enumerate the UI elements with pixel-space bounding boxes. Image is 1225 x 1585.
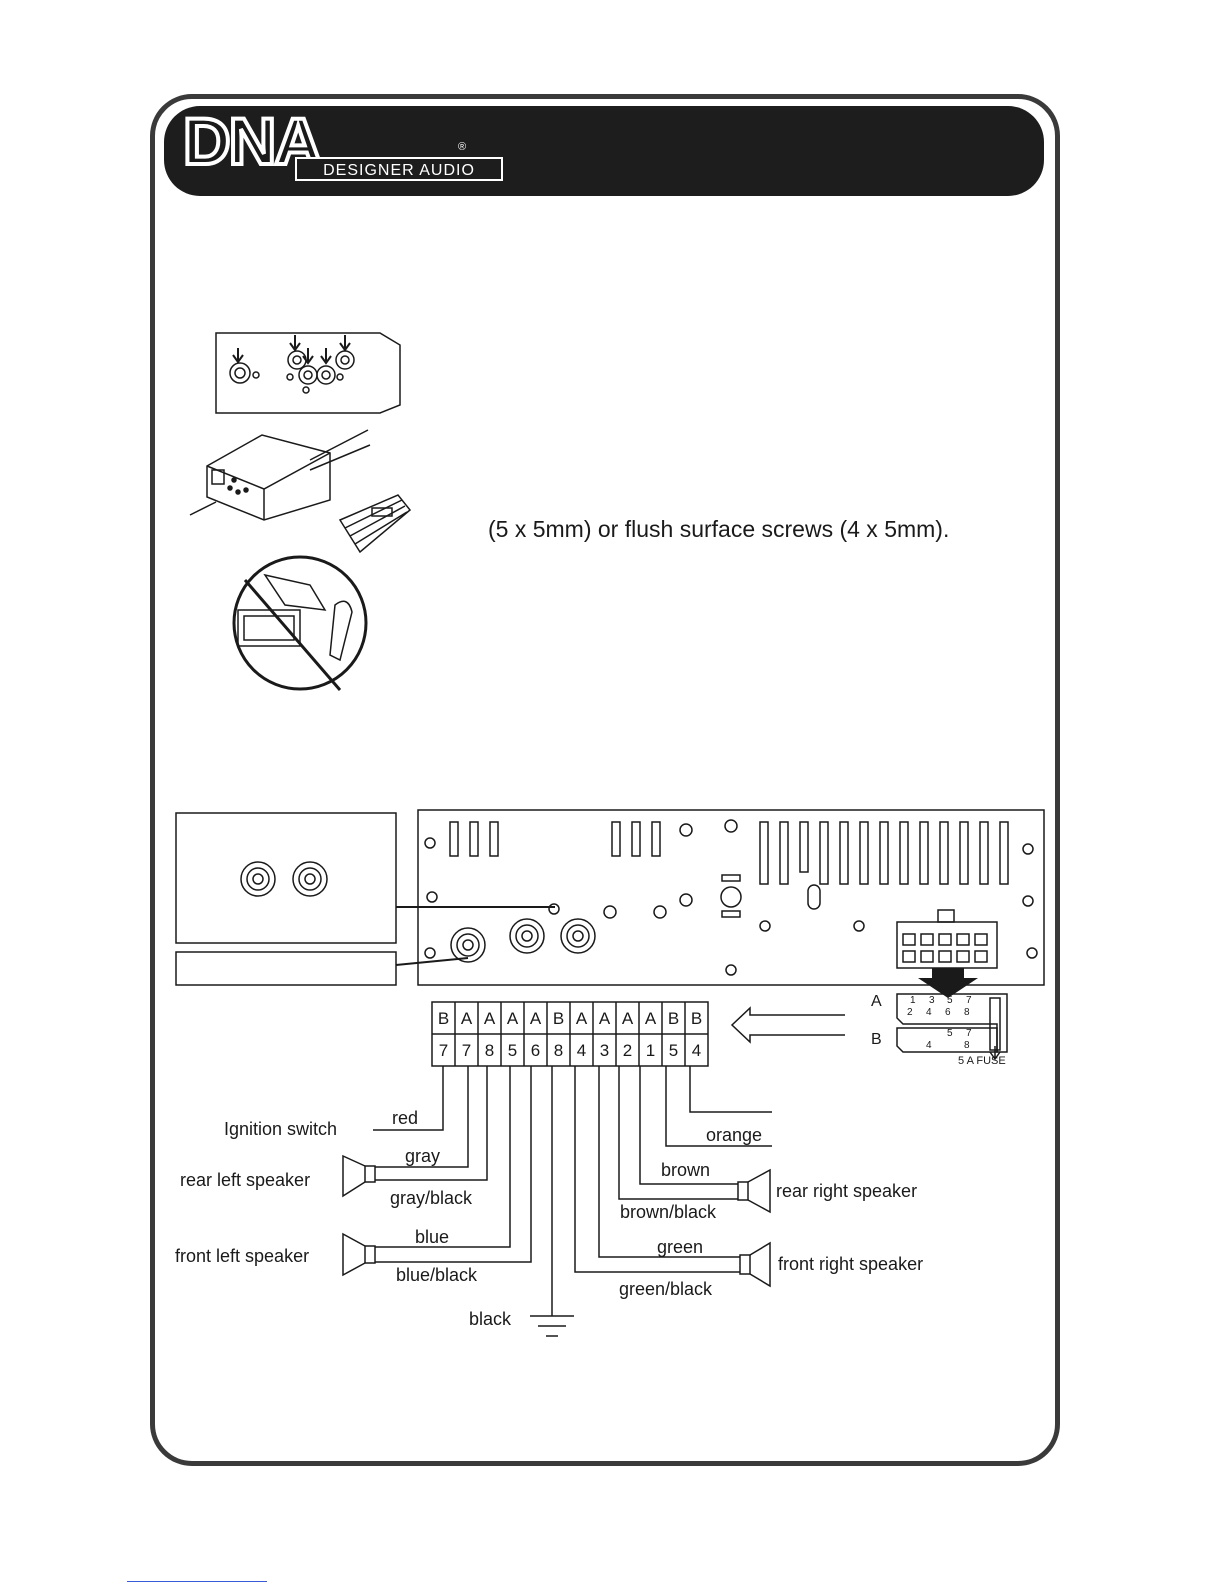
iso-b-pin: 4 xyxy=(926,1040,932,1051)
iso-a-pin: 1 xyxy=(910,995,916,1006)
page-frame xyxy=(150,94,1060,1466)
dna-logo: DNA ® DESIGNER AUDIO xyxy=(181,102,503,181)
iso-a-label: A xyxy=(871,993,882,1010)
label-front-right-speaker: front right speaker xyxy=(778,1254,923,1274)
iso-b-label: B xyxy=(871,1031,882,1048)
iso-a-pin: 8 xyxy=(964,1007,970,1018)
label-rear-right-speaker: rear right speaker xyxy=(776,1181,917,1201)
iso-a-pin: 4 xyxy=(926,1007,932,1018)
pin-table-pin-number: 7 xyxy=(462,1041,471,1060)
pin-table-pin-number: 6 xyxy=(531,1041,540,1060)
wire-label-black: black xyxy=(469,1309,512,1329)
pin-table-pin-number: 2 xyxy=(623,1041,632,1060)
wire-label-gray-black: gray/black xyxy=(390,1188,473,1208)
pin-table-pin-number: 3 xyxy=(600,1041,609,1060)
iso-a-pin: 3 xyxy=(929,995,935,1006)
pin-table-connector-letter: B xyxy=(553,1009,564,1028)
wire-label-red: red xyxy=(392,1108,418,1128)
wire-label-blue-black: blue/black xyxy=(396,1265,478,1285)
head-unit-sleeve-illustration xyxy=(189,429,412,554)
fuse-label: 5 A FUSE xyxy=(958,1055,1006,1067)
pin-table-pin-number: 5 xyxy=(669,1041,678,1060)
wire-label-orange: orange xyxy=(706,1125,762,1145)
iso-a-pin: 6 xyxy=(945,1007,951,1018)
iso-b-pins: 5 7 4 8 xyxy=(926,1028,972,1051)
wiring-lines xyxy=(373,1066,772,1337)
label-front-left-speaker: front left speaker xyxy=(175,1246,309,1266)
pin-table-pin-number: 8 xyxy=(554,1041,563,1060)
logo-registered: ® xyxy=(458,141,466,153)
wire-label-gray: gray xyxy=(405,1146,440,1166)
pin-table-pin-number: 7 xyxy=(439,1041,448,1060)
wire-label-green: green xyxy=(657,1237,703,1257)
pin-table-connector-letter: A xyxy=(530,1009,542,1028)
speaker-rear-right-icon xyxy=(737,1168,771,1214)
speaker-rear-left-icon xyxy=(342,1154,376,1198)
pin-table-connector-letter: B xyxy=(691,1009,702,1028)
pin-table-pin-number: 4 xyxy=(577,1041,586,1060)
iso-a-pin: 5 xyxy=(947,995,953,1006)
label-ignition-switch: Ignition switch xyxy=(224,1119,337,1139)
wire-labels: red gray gray/black blue blue/black blac… xyxy=(390,1108,762,1329)
wire-label-green-black: green/black xyxy=(619,1279,713,1299)
speaker-front-left-icon xyxy=(342,1232,376,1277)
device-labels: Ignition switch rear left speaker front … xyxy=(175,1119,923,1274)
unit-rear-panel xyxy=(395,809,1045,986)
pin-table-connector-letter: B xyxy=(438,1009,449,1028)
iso-a-pin: 7 xyxy=(966,995,972,1006)
page-link-underline xyxy=(127,1581,267,1582)
iso-b-pin: 7 xyxy=(966,1028,972,1039)
pin-table-connector-letter: A xyxy=(645,1009,657,1028)
iso-a-pins: 1 3 5 7 2 4 6 8 xyxy=(907,995,972,1018)
iso-b-pin: 5 xyxy=(947,1028,953,1039)
pin-table-pin-number: 4 xyxy=(692,1041,701,1060)
logo-subtitle: DESIGNER AUDIO xyxy=(323,162,475,179)
pin-table-connector-letter: A xyxy=(599,1009,611,1028)
rca-output-box xyxy=(175,812,397,944)
wire-label-brown-black: brown/black xyxy=(620,1202,717,1222)
wire-label-blue: blue xyxy=(415,1227,449,1247)
pin-table-pin-number: 8 xyxy=(485,1041,494,1060)
connector-down-arrow-icon xyxy=(918,968,978,998)
pin-table-pin-number: 1 xyxy=(646,1041,655,1060)
rca-panel-illustration xyxy=(215,332,401,414)
speaker-front-right-icon xyxy=(739,1241,771,1288)
pin-table-connector-letter: A xyxy=(576,1009,588,1028)
pin-table-connector-letter: A xyxy=(484,1009,496,1028)
wrong-mounting-illustration xyxy=(232,555,368,691)
iso-connector xyxy=(896,993,1008,1061)
pin-table-pin-number: 5 xyxy=(508,1041,517,1060)
pin-table-connector-letter: A xyxy=(507,1009,519,1028)
pin-table-connector-letter: A xyxy=(461,1009,473,1028)
pin-table-connector-letter: B xyxy=(668,1009,679,1028)
wire-label-brown: brown xyxy=(661,1160,710,1180)
label-rear-left-speaker: rear left speaker xyxy=(180,1170,310,1190)
antenna-label-box xyxy=(175,951,397,986)
iso-a-pin: 2 xyxy=(907,1007,913,1018)
connector-left-arrow-icon xyxy=(730,1006,845,1044)
logo-sub-box xyxy=(295,157,503,181)
iso-b-pin: 8 xyxy=(964,1040,970,1051)
install-screw-text: (5 x 5mm) or flush surface screws (4 x 5… xyxy=(488,516,949,542)
pin-table-connector-letter: A xyxy=(622,1009,634,1028)
